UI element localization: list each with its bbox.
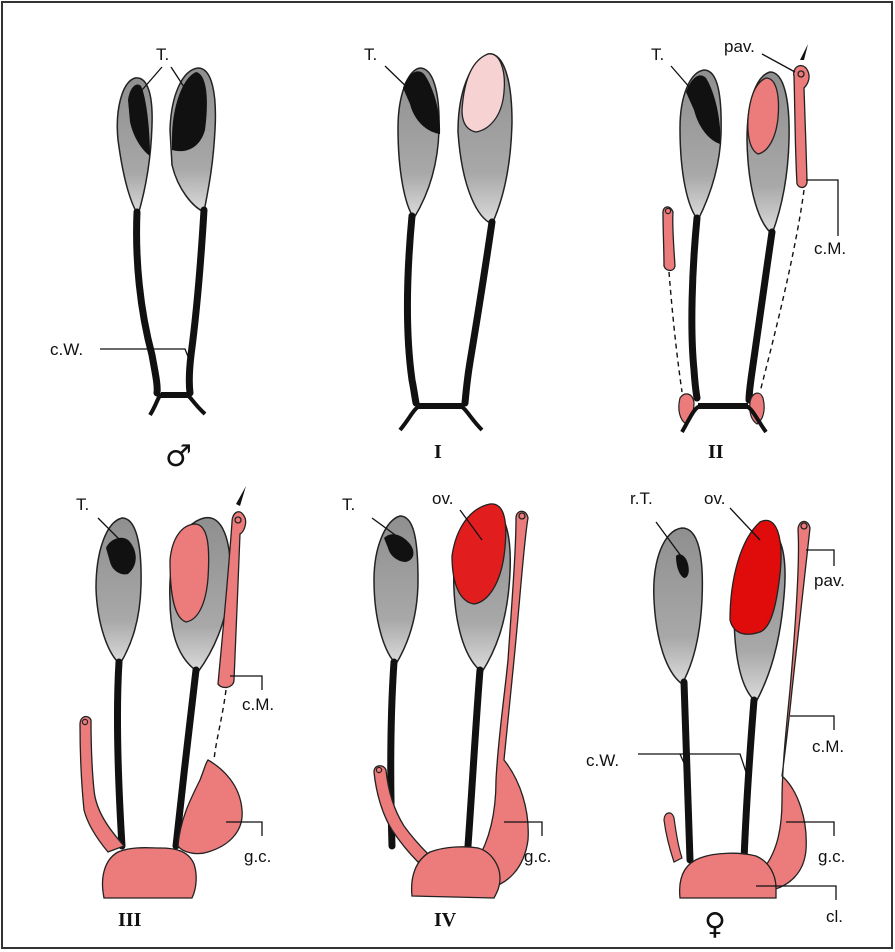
- label-genital-chamber: g.c.: [244, 847, 271, 866]
- label-pavilion: pav.: [724, 37, 755, 56]
- label-mullerian: c.M.: [812, 737, 844, 756]
- label-testis: T.: [342, 495, 355, 514]
- label-testis: T.: [156, 45, 169, 64]
- label-testis: T.: [76, 495, 89, 514]
- label-genital-chamber: g.c.: [818, 847, 845, 866]
- label-cloaca: cl.: [826, 907, 843, 926]
- female-symbol: ♀: [704, 907, 726, 942]
- label-residual-testis: r.T.: [630, 489, 653, 508]
- urogenital-sinus: [103, 848, 197, 898]
- mullerian-duct-left: [663, 207, 675, 271]
- label-wolffian: c.W.: [50, 340, 83, 359]
- label-ovary: ov.: [704, 489, 725, 508]
- stage-label: IV: [434, 909, 457, 931]
- stage-label: II: [708, 441, 724, 463]
- label-testis: T.: [651, 45, 664, 64]
- stage-label: III: [118, 909, 142, 931]
- male-symbol: ♂: [165, 439, 192, 474]
- label-pavilion: pav.: [814, 571, 845, 590]
- label-wolffian: c.W.: [586, 751, 619, 770]
- label-genital-chamber: g.c.: [524, 847, 551, 866]
- label-ovary: ov.: [432, 489, 453, 508]
- label-mullerian: c.M.: [814, 239, 846, 258]
- label-testis: T.: [364, 45, 377, 64]
- label-mullerian: c.M.: [242, 695, 274, 714]
- stage-label: I: [434, 441, 442, 463]
